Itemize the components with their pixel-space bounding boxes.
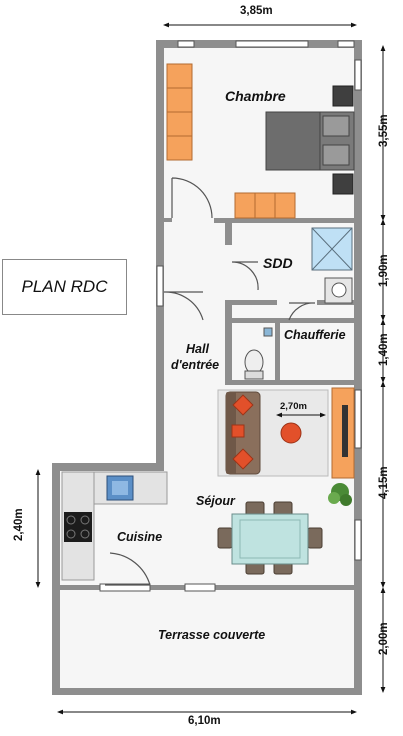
room-label-chambre: Chambre	[225, 88, 286, 104]
dim-top-width: 3,85m	[240, 5, 273, 17]
room-label-cuisine: Cuisine	[117, 530, 163, 544]
toilet	[244, 349, 264, 375]
windows	[99, 40, 362, 592]
coffee-table	[280, 422, 302, 444]
plan-title: PLAN RDC	[2, 259, 127, 315]
dim-terrasse-height: 2,00m	[378, 622, 390, 655]
dim-cuisine-height: 2,40m	[13, 508, 25, 541]
boiler-box	[263, 327, 273, 337]
room-label-hall-line2: d'entrée	[171, 358, 220, 372]
room-label-hall-line1: Hall	[186, 342, 209, 356]
dim-chambre-height: 3,55m	[378, 114, 390, 147]
bathroom-fixtures	[244, 227, 353, 380]
kitchen-fixtures	[61, 471, 168, 581]
room-label-terrasse: Terrasse couverte	[158, 628, 266, 642]
dim-chaufferie-height: 1,40m	[378, 333, 390, 366]
doors	[105, 177, 316, 586]
dim-sejour-height: 4,15m	[378, 466, 390, 499]
terrace-floor	[52, 587, 360, 693]
dining-set	[217, 501, 323, 575]
bedroom-furniture	[166, 63, 355, 219]
dimension-lines	[35, 22, 386, 715]
nightstand-top	[332, 85, 354, 107]
dim-sejour-inner: 2,70m	[280, 401, 307, 412]
dim-bottom-width: 6,10m	[188, 715, 221, 727]
dresser	[234, 192, 296, 219]
living-furniture	[217, 387, 355, 506]
dining-table	[231, 513, 309, 565]
room-label-sejour: Séjour	[196, 494, 235, 508]
room-label-sdd: SDD	[263, 255, 293, 271]
nightstand-bottom	[332, 173, 354, 195]
dim-sdd-height: 1,90m	[378, 254, 390, 287]
room-label-chaufferie: Chaufferie	[284, 328, 346, 342]
